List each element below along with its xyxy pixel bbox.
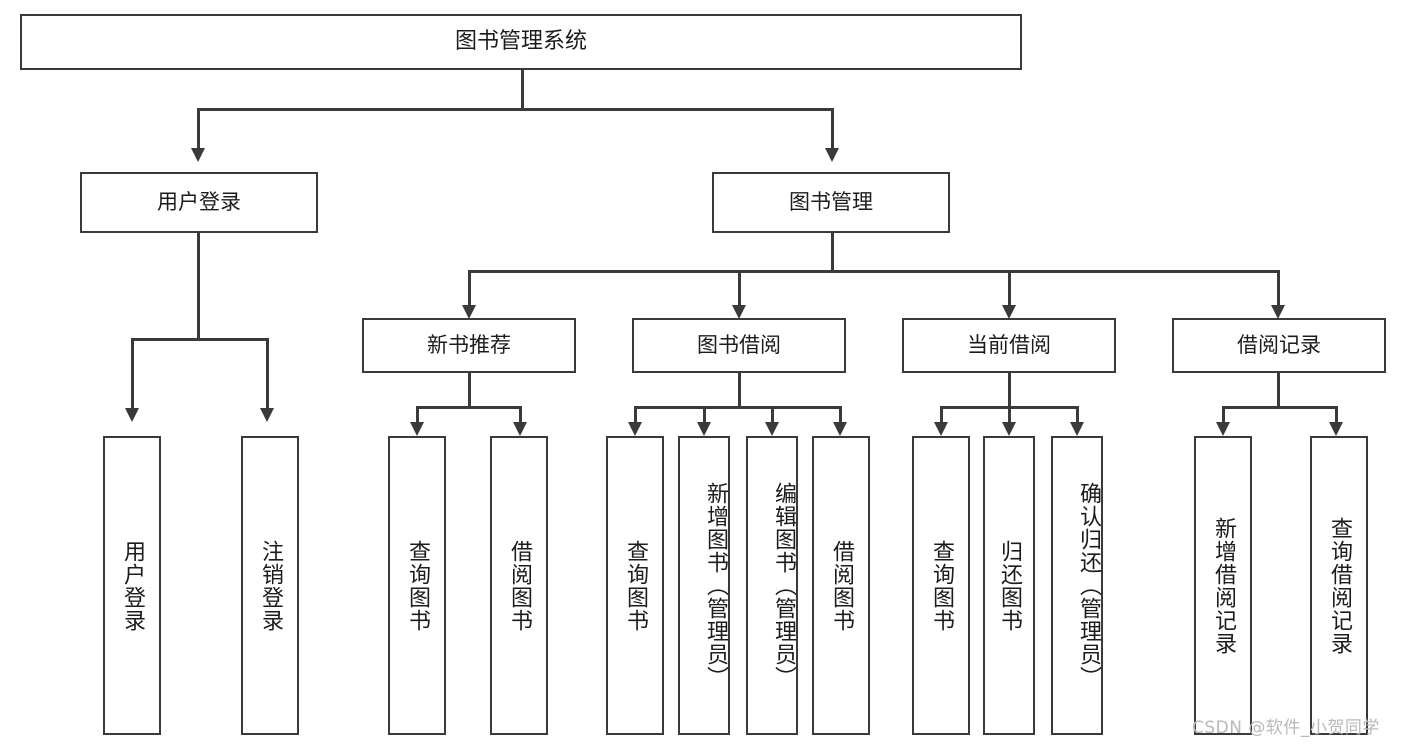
leaf-cb-return-book[interactable]: 归还图书 — [983, 436, 1035, 735]
node-label: 图书管理 — [789, 190, 873, 215]
leaf-cb-confirm-return-admin[interactable]: 确认归还（管理员） — [1051, 436, 1103, 735]
connector-drop-bb-edit — [771, 406, 774, 424]
node-label: 图书借阅 — [697, 333, 781, 358]
arrowhead-leaf-logout — [260, 408, 274, 422]
leaf-nb-borrow-book[interactable]: 借阅图书 — [490, 436, 548, 735]
arrowhead-cb-query — [934, 422, 948, 436]
node-label: 借阅图书 — [506, 539, 532, 632]
node-borrow-record[interactable]: 借阅记录 — [1172, 318, 1386, 373]
connector-drop-book-mgmt — [831, 108, 834, 150]
node-label: 当前借阅 — [967, 333, 1051, 358]
connector-new-book-stem — [468, 373, 471, 408]
leaf-bb-query-book[interactable]: 查询图书 — [606, 436, 664, 735]
connector-drop-cb-query — [940, 406, 943, 424]
connector-bb-stem — [738, 373, 741, 408]
connector-user-login-stem — [197, 233, 200, 340]
arrowhead-nb-query — [410, 422, 424, 436]
node-book-management[interactable]: 图书管理 — [712, 172, 950, 233]
connector-drop-leaf-logout — [266, 338, 269, 410]
connector-book-mgmt-stem — [831, 233, 834, 272]
connector-br-bus — [1222, 406, 1338, 409]
leaf-cb-query-book[interactable]: 查询图书 — [912, 436, 970, 735]
arrowhead-borrow-record — [1271, 305, 1285, 319]
connector-drop-nb-borrow — [519, 406, 522, 424]
node-label: 查询图书 — [928, 539, 954, 632]
connector-drop-book-borrow — [738, 270, 741, 307]
node-root-system[interactable]: 图书管理系统 — [20, 14, 1022, 70]
connector-drop-current-borrow — [1008, 270, 1011, 307]
connector-drop-cb-confirm — [1076, 406, 1079, 424]
connector-cb-stem — [1008, 373, 1011, 408]
node-label: 注销登录 — [257, 539, 283, 632]
arrowhead-cb-confirm — [1070, 422, 1084, 436]
node-user-login[interactable]: 用户登录 — [80, 172, 318, 233]
connector-drop-br-query — [1335, 406, 1338, 424]
arrowhead-book-borrow — [732, 305, 746, 319]
node-label: 用户登录 — [119, 539, 145, 632]
node-label: 确认归还（管理员） — [1076, 482, 1101, 689]
connector-drop-new-book — [468, 270, 471, 307]
leaf-bb-borrow-book[interactable]: 借阅图书 — [812, 436, 870, 735]
node-label: 新增图书（管理员） — [703, 482, 728, 689]
connector-book-mgmt-bus — [468, 270, 1280, 273]
connector-user-login-bus — [131, 338, 269, 341]
arrowhead-user-login — [191, 148, 205, 162]
arrowhead-bb-query — [628, 422, 642, 436]
connector-drop-br-add — [1222, 406, 1225, 424]
arrowhead-bb-add — [697, 422, 711, 436]
node-label: 新书推荐 — [427, 333, 511, 358]
connector-drop-cb-return — [1008, 406, 1011, 424]
connector-drop-bb-add — [703, 406, 706, 424]
connector-drop-borrow-record — [1277, 270, 1280, 307]
connector-drop-nb-query — [416, 406, 419, 424]
node-label: 归还图书 — [996, 539, 1022, 632]
connector-root-stem — [521, 70, 524, 110]
connector-br-stem — [1277, 373, 1280, 408]
arrowhead-bb-borrow — [833, 422, 847, 436]
arrowhead-cb-return — [1002, 422, 1016, 436]
node-label: 借阅记录 — [1237, 333, 1321, 358]
connector-drop-leaf-login — [131, 338, 134, 410]
leaf-user-login[interactable]: 用户登录 — [103, 436, 161, 735]
node-label: 借阅图书 — [828, 539, 854, 632]
leaf-br-add-record[interactable]: 新增借阅记录 — [1194, 436, 1252, 735]
leaf-logout[interactable]: 注销登录 — [241, 436, 299, 735]
connector-bb-bus — [634, 406, 842, 409]
arrowhead-br-query — [1329, 422, 1343, 436]
node-label: 查询图书 — [404, 539, 430, 632]
leaf-nb-query-book[interactable]: 查询图书 — [388, 436, 446, 735]
arrowhead-nb-borrow — [513, 422, 527, 436]
connector-new-book-bus — [416, 406, 522, 409]
arrowhead-current-borrow — [1002, 305, 1016, 319]
arrowhead-new-book — [462, 305, 476, 319]
node-label: 新增借阅记录 — [1210, 516, 1236, 655]
arrowhead-leaf-login — [125, 408, 139, 422]
arrowhead-br-add — [1216, 422, 1230, 436]
arrowhead-book-mgmt — [825, 148, 839, 162]
leaf-br-query-record[interactable]: 查询借阅记录 — [1310, 436, 1368, 735]
leaf-bb-edit-book-admin[interactable]: 编辑图书（管理员） — [746, 436, 798, 735]
leaf-bb-add-book-admin[interactable]: 新增图书（管理员） — [678, 436, 730, 735]
connector-drop-bb-query — [634, 406, 637, 424]
connector-root-bus — [197, 108, 834, 111]
node-label: 查询借阅记录 — [1326, 516, 1352, 655]
node-book-borrow[interactable]: 图书借阅 — [632, 318, 846, 373]
node-label: 用户登录 — [157, 190, 241, 215]
arrowhead-bb-edit — [765, 422, 779, 436]
node-current-borrow[interactable]: 当前借阅 — [902, 318, 1116, 373]
connector-drop-bb-borrow — [839, 406, 842, 424]
node-label: 查询图书 — [622, 539, 648, 632]
node-new-book-recommend[interactable]: 新书推荐 — [362, 318, 576, 373]
connector-drop-user-login — [197, 108, 200, 150]
node-label: 编辑图书（管理员） — [771, 482, 796, 689]
node-label: 图书管理系统 — [454, 29, 587, 55]
